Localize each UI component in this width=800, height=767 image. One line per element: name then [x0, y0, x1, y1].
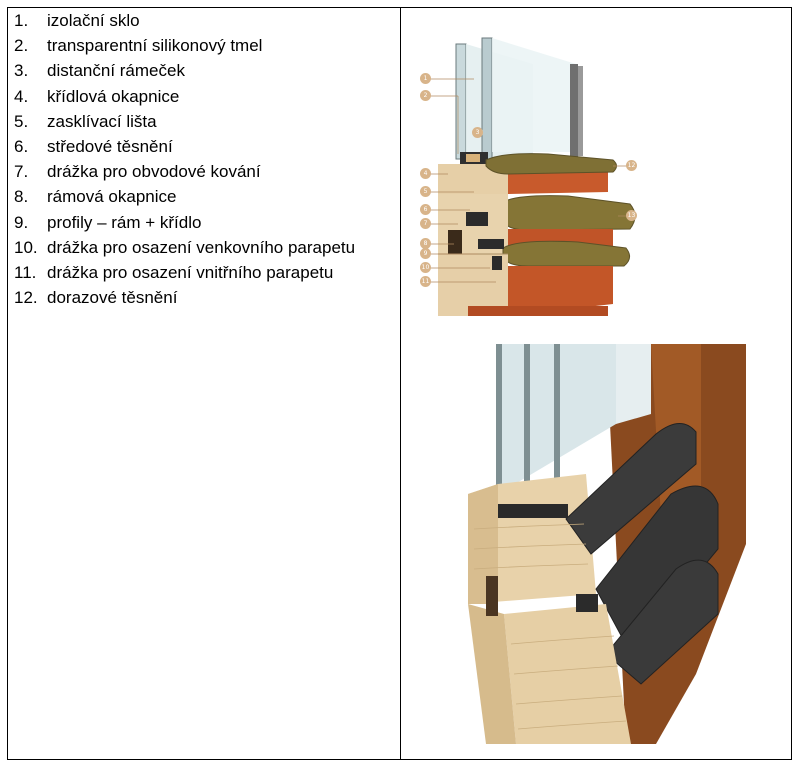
- item-number: 2.: [14, 36, 29, 56]
- list-item: 10. drážka pro osazení venkovního parapet…: [8, 235, 400, 260]
- window-profile-diagram: [426, 37, 636, 316]
- item-text: rámová okapnice: [47, 187, 177, 207]
- window-section-render: [468, 344, 746, 744]
- list-item: 6. středové těsnění: [8, 134, 400, 159]
- item-text: drážka pro osazení vnitřního parapetu: [47, 262, 334, 282]
- list-item: 4. křídlová okapnice: [8, 84, 400, 109]
- diagram-badge: 11: [420, 276, 431, 287]
- diagram-badge: 13: [626, 210, 637, 221]
- item-text: izolační sklo: [47, 11, 140, 30]
- item-text: drážka pro osazení venkovního parapetu: [47, 237, 356, 257]
- component-list: 1. izolační sklo 2. transparentní silikono…: [8, 8, 400, 310]
- item-text: středové těsnění: [47, 136, 173, 156]
- diagram-badge: 7: [420, 218, 431, 229]
- item-number: 11.: [14, 262, 37, 282]
- frame-profile: [438, 212, 613, 316]
- list-item: 7. drážka pro obvodové kování: [8, 159, 400, 184]
- diagram-badge: 1: [420, 73, 431, 84]
- item-number: 3.: [14, 61, 29, 81]
- item-text: transparentní silikonový tmel: [47, 36, 263, 56]
- diagram-badge: 8: [420, 238, 431, 249]
- document-table: 1. izolační sklo 2. transparentní silikono…: [7, 7, 792, 760]
- leader-lines: [426, 78, 633, 283]
- diagram-badges: 1 2 3 4 5 6 7 8 9 10 11 12 13: [408, 34, 638, 329]
- list-item: 1. izolační sklo: [8, 8, 400, 33]
- diagram-badge: 3: [472, 127, 483, 138]
- item-text: distanční rámeček: [47, 61, 185, 81]
- item-number: 9.: [14, 212, 29, 232]
- item-number: 5.: [14, 111, 29, 131]
- list-item: 2. transparentní silikonový tmel: [8, 33, 400, 58]
- list-item: 3. distanční rámeček: [8, 58, 400, 83]
- diagram-badge: 5: [420, 186, 431, 197]
- list-item: 8. rámová okapnice: [8, 184, 400, 209]
- diagram-badge: 4: [420, 168, 431, 179]
- item-text: křídlová okapnice: [47, 86, 180, 106]
- diagram-badge: 6: [420, 204, 431, 215]
- triple-glass-icon: [496, 344, 651, 524]
- list-item: 11. drážka pro osazení vnitřního parapetu: [8, 260, 400, 285]
- item-number: 4.: [14, 86, 29, 106]
- list-item: 9. profily – rám + křídlo: [8, 210, 400, 235]
- item-number: 10.: [14, 237, 38, 257]
- item-number: 6.: [14, 136, 29, 156]
- diagram-badge: 9: [420, 248, 431, 259]
- item-number: 1.: [14, 11, 29, 30]
- item-text: drážka pro obvodové kování: [47, 162, 261, 182]
- diagram-badge: 2: [420, 90, 431, 101]
- diagram-badge: 10: [420, 262, 431, 273]
- item-text: dorazové těsnění: [47, 288, 178, 308]
- item-number: 7.: [14, 162, 29, 182]
- column-divider: [400, 8, 401, 759]
- wood-grain: [473, 523, 627, 730]
- item-number: 8.: [14, 187, 29, 207]
- item-text: zasklívací lišta: [47, 111, 157, 131]
- item-number: 12.: [14, 288, 38, 308]
- list-item: 12. dorazové těsnění: [8, 285, 400, 310]
- list-item: 5. zasklívací lišta: [8, 109, 400, 134]
- item-text: profily – rám + křídlo: [47, 212, 202, 232]
- diagram-badge: 12: [626, 160, 637, 171]
